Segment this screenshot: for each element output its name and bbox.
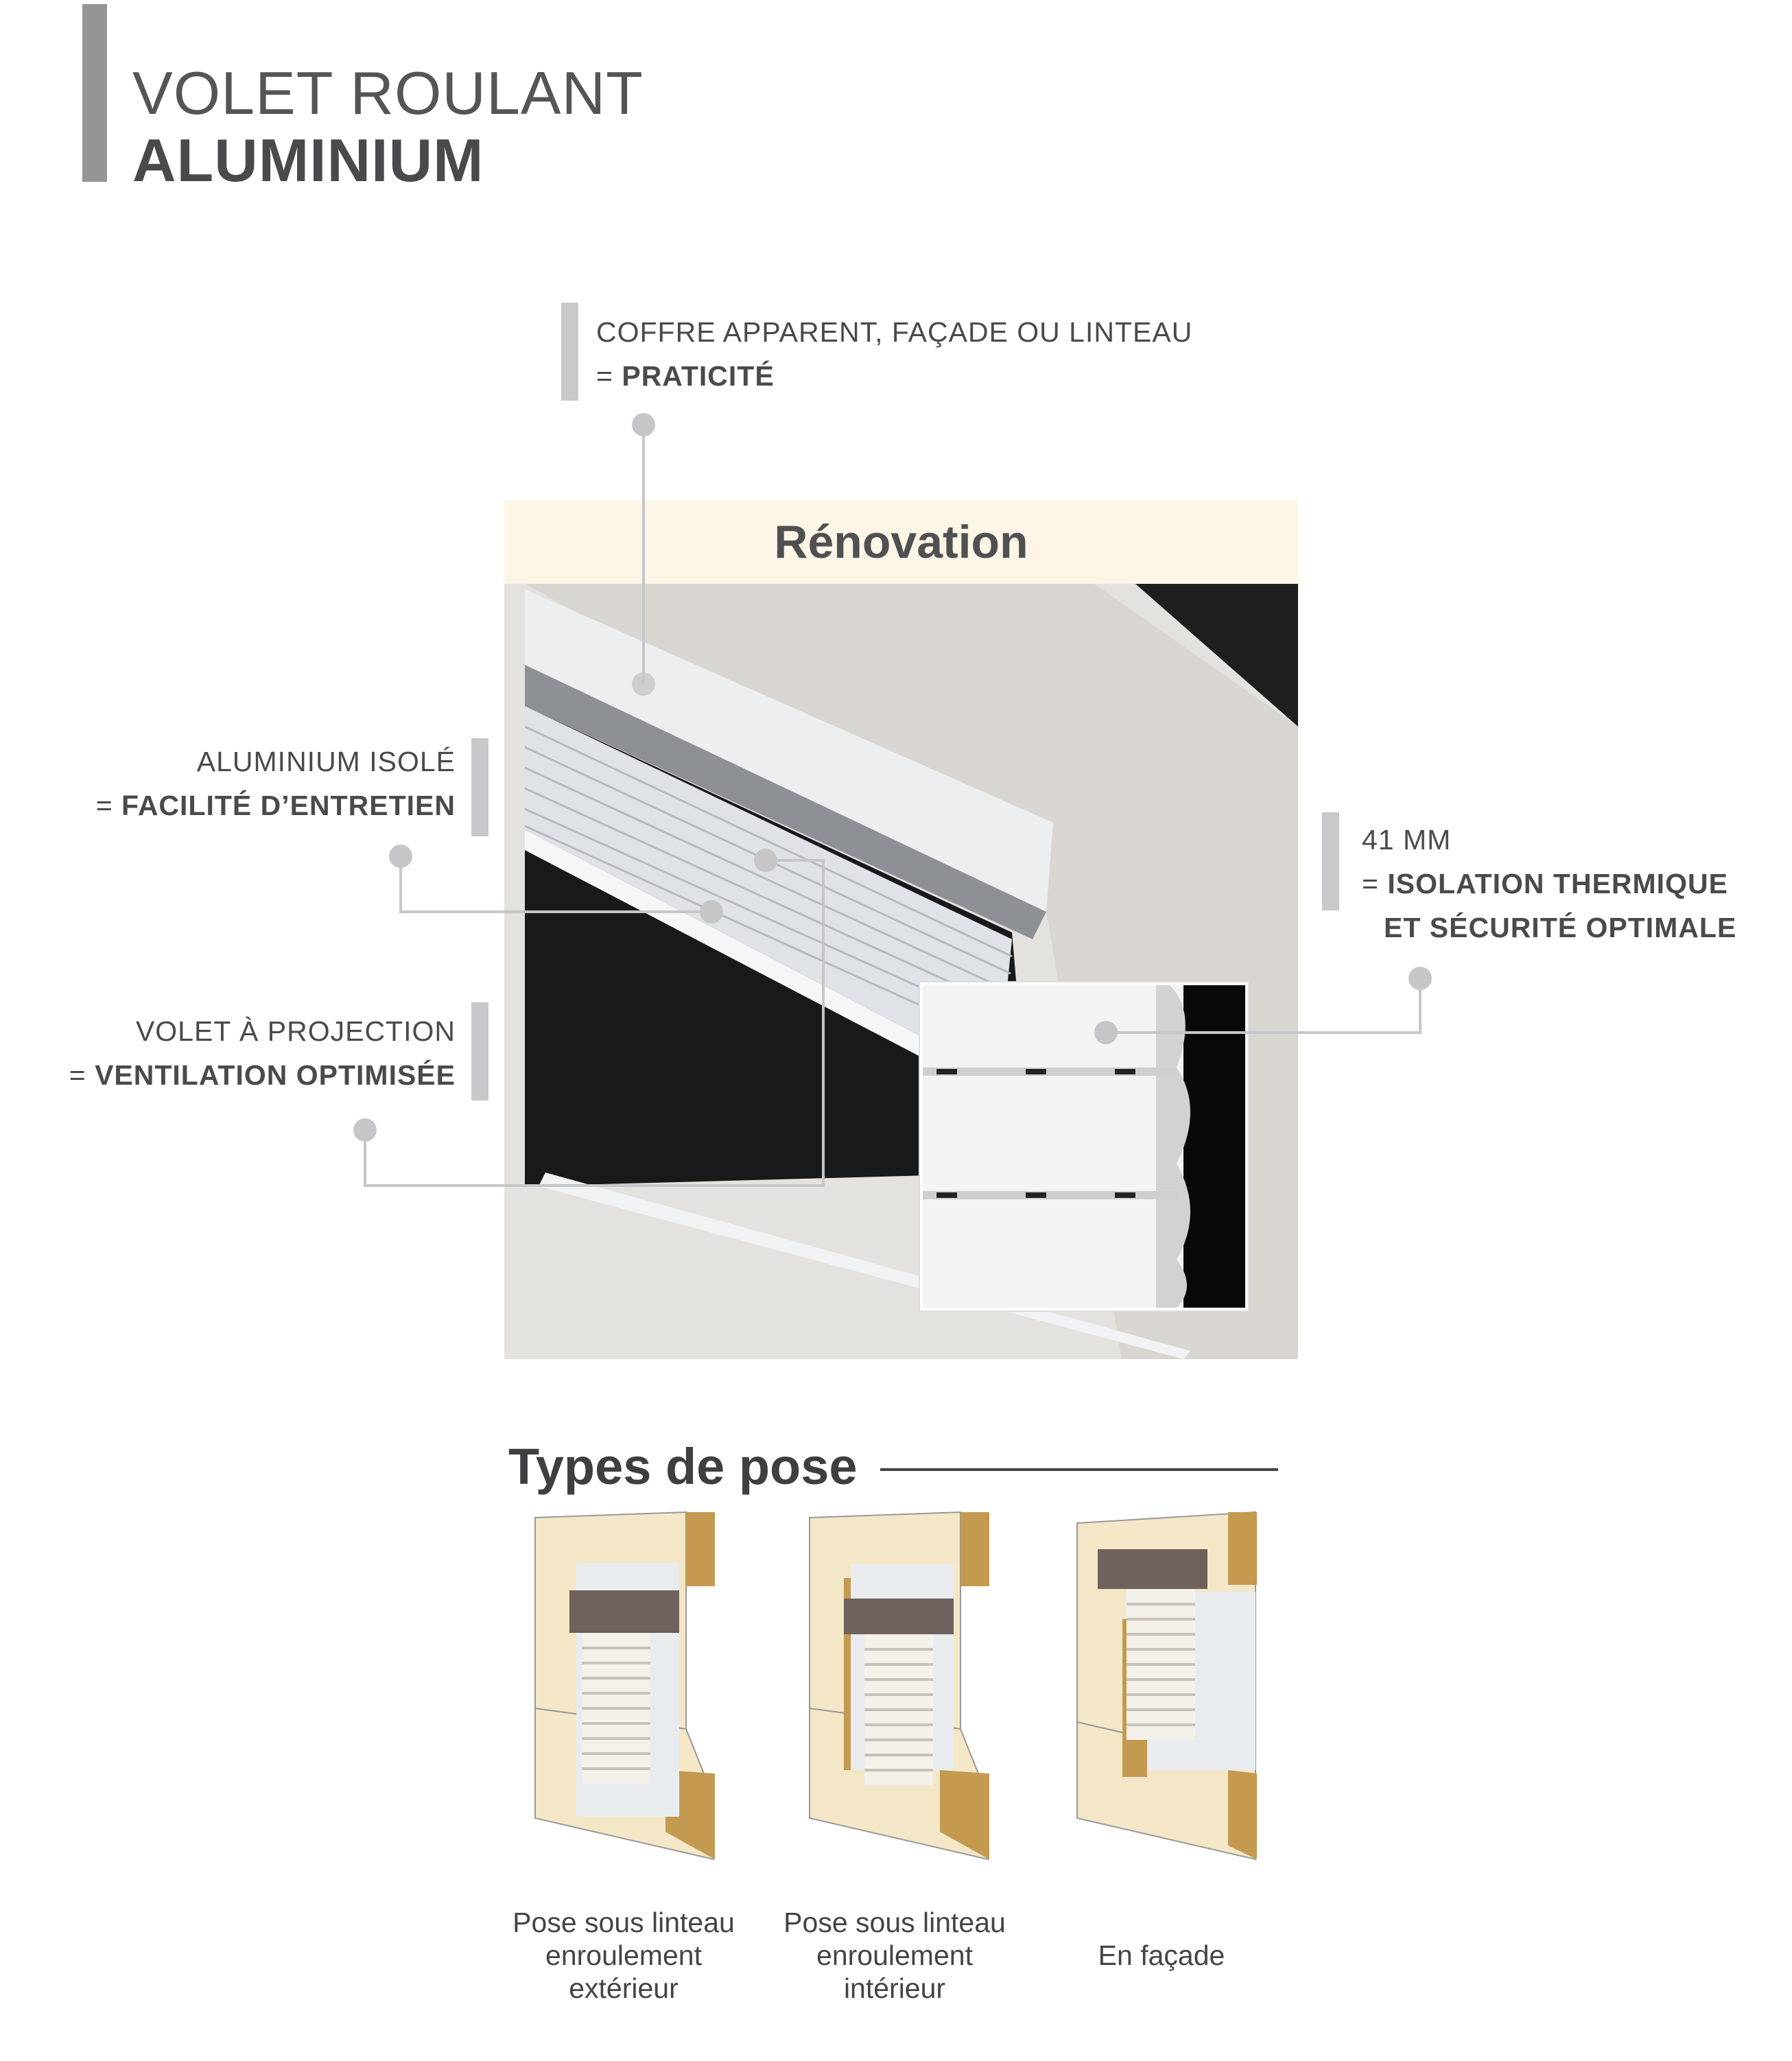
pose-caption-1: Pose sous linteau enroulement extérieur — [493, 1906, 754, 2005]
leader-line — [399, 910, 711, 913]
leader-line — [364, 1130, 366, 1187]
window-shutter-illustration — [504, 584, 1298, 1359]
caption-line: En façade — [1098, 1940, 1225, 1971]
pose-caption-3: En façade — [1031, 1939, 1292, 1972]
callout-lame-benefit: ISOLATION THERMIQUE — [1387, 868, 1728, 899]
slat-cross-section-icon — [923, 985, 1245, 1308]
renovation-banner: Rénovation — [504, 500, 1298, 584]
callout-coffre-bar — [561, 303, 578, 401]
caption-line: enroulement — [545, 1940, 702, 1971]
caption-line: intérieur — [843, 1972, 946, 2004]
title-line-1: VOLET ROULANT — [132, 59, 644, 127]
renovation-photo: Rénovation — [504, 500, 1298, 1359]
diagram-sous-linteau-interieur — [809, 1511, 989, 1861]
leader-line — [822, 859, 825, 1187]
callout-dot — [389, 845, 412, 868]
callout-projection-label: VOLET À PROJECTION — [135, 1015, 456, 1047]
callout-projection-prefix: = — [69, 1059, 95, 1091]
callout-dot — [353, 1118, 377, 1142]
callout-dot — [632, 672, 655, 696]
title-accent-bar — [82, 4, 107, 182]
diagram-en-facade — [1076, 1511, 1257, 1861]
callout-dot — [632, 413, 655, 436]
callout-dot — [700, 900, 723, 923]
callout-coffre-label: COFFRE APPARENT, FAÇADE OU LINTEAU — [596, 316, 1193, 348]
title-rule — [880, 1468, 1278, 1471]
caption-line: enroulement — [816, 1940, 973, 1971]
leader-line — [642, 425, 645, 684]
title-line-2: ALUMINIUM — [132, 126, 484, 194]
leader-line — [364, 1184, 825, 1187]
callout-isole-prefix: = — [95, 790, 122, 821]
leader-line — [399, 856, 402, 913]
slat-detail-inset — [920, 982, 1248, 1310]
callout-lame: 41 MM = ISOLATION THERMIQUE ET SÉCURITÉ … — [1362, 818, 1736, 950]
leader-line — [766, 859, 825, 862]
diagram-sous-linteau-exterieur — [534, 1511, 715, 1861]
callout-dot — [754, 849, 777, 872]
installation-diagrams — [534, 1511, 1257, 1861]
callout-coffre-benefit: PRATICITÉ — [622, 360, 775, 392]
callout-dot — [1094, 1021, 1118, 1044]
callout-isole: ALUMINIUM ISOLÉ = FACILITÉ D’ENTRETIEN — [96, 740, 456, 827]
caption-line: extérieur — [569, 1972, 679, 2004]
callout-dot — [1408, 967, 1432, 990]
callout-lame-bar — [1322, 812, 1339, 910]
callout-isole-label: ALUMINIUM ISOLÉ — [196, 746, 456, 777]
callout-projection-bar — [471, 1002, 488, 1100]
callout-lame-label: 41 MM — [1362, 824, 1452, 856]
callout-coffre-prefix: = — [596, 360, 622, 392]
leader-line — [1106, 1031, 1422, 1034]
callout-isole-bar — [471, 738, 488, 836]
callout-projection: VOLET À PROJECTION = VENTILATION OPTIMIS… — [69, 1009, 456, 1097]
types-title: Types de pose — [508, 1438, 858, 1495]
callout-lame-prefix: = — [1362, 868, 1388, 899]
leader-line — [1419, 978, 1422, 1034]
callout-lame-benefit-2: ET SÉCURITÉ OPTIMALE — [1384, 912, 1737, 943]
callout-projection-benefit: VENTILATION OPTIMISÉE — [95, 1059, 456, 1091]
callout-coffre: COFFRE APPARENT, FAÇADE OU LINTEAU = PRA… — [596, 310, 1192, 398]
caption-line: Pose sous linteau — [783, 1907, 1006, 1938]
callout-isole-benefit: FACILITÉ D’ENTRETIEN — [121, 790, 456, 821]
caption-line: Pose sous linteau — [512, 1907, 735, 1938]
pose-caption-2: Pose sous linteau enroulement intérieur — [764, 1906, 1025, 2005]
